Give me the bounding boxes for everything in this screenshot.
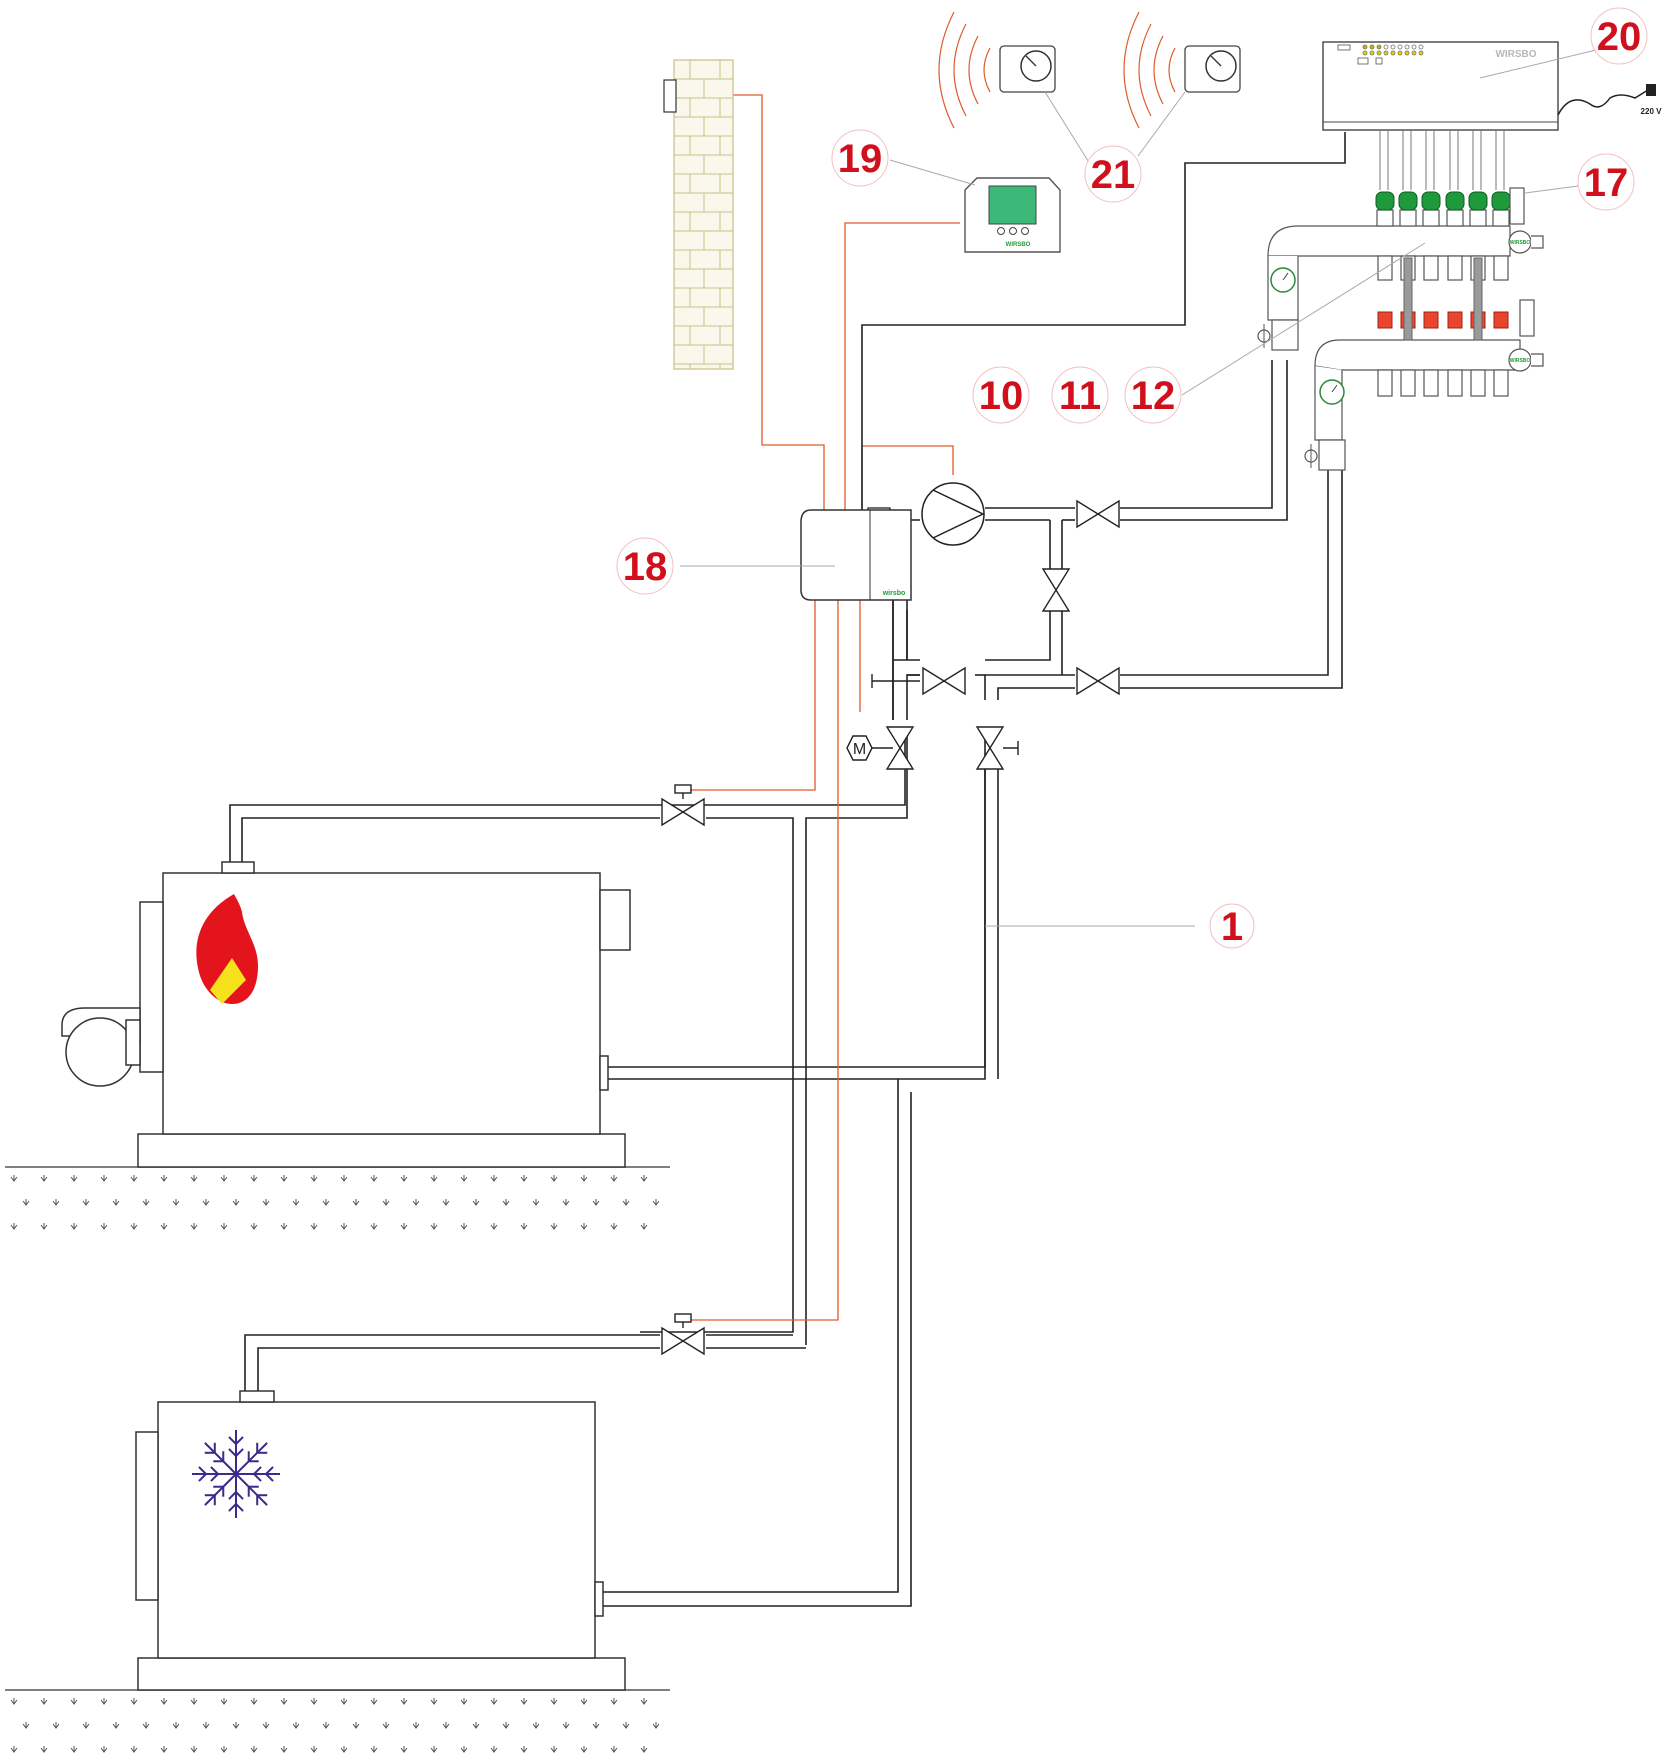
valve-bypass bbox=[1041, 568, 1071, 612]
callout-19: 19 bbox=[831, 129, 889, 187]
callout-1: 1 bbox=[1209, 903, 1255, 949]
svg-text:12: 12 bbox=[1131, 374, 1176, 418]
callouts: 1 10 11 12 17 18 19 20 bbox=[616, 7, 1648, 949]
flame-icon bbox=[196, 894, 258, 1004]
svg-text:18: 18 bbox=[623, 545, 668, 589]
ground-lower bbox=[5, 1689, 670, 1753]
pipework bbox=[229, 360, 1343, 1607]
boiler-heating bbox=[61, 861, 631, 1168]
callout-10: 10 bbox=[972, 366, 1030, 424]
control-unit-brand: wirsbo bbox=[882, 590, 906, 597]
valve-cooling-zone bbox=[661, 1313, 705, 1356]
svg-text:19: 19 bbox=[838, 137, 883, 181]
svg-text:17: 17 bbox=[1584, 161, 1629, 205]
valve-mix bbox=[922, 666, 966, 696]
leader-lines bbox=[680, 49, 1597, 927]
motor-icon: M bbox=[846, 735, 893, 761]
thermostat-brand: WIRSBO bbox=[1006, 242, 1031, 248]
ground-upper bbox=[5, 1166, 670, 1230]
controller-brand: WIRSBO bbox=[1495, 49, 1536, 60]
wiring-controller: WIRSBO 220 V bbox=[1322, 41, 1663, 131]
motor-label: M bbox=[853, 741, 866, 758]
callout-20: 20 bbox=[1590, 7, 1648, 65]
manifold-brand: WIRSBO bbox=[1510, 240, 1531, 246]
callout-11: 11 bbox=[1051, 366, 1109, 424]
callout-12: 12 bbox=[1124, 366, 1182, 424]
room-thermostat: WIRSBO bbox=[964, 177, 1061, 253]
control-wiring bbox=[688, 94, 960, 1321]
voltage-label: 220 V bbox=[1641, 107, 1663, 116]
valve-return-main bbox=[975, 726, 1005, 770]
valves bbox=[661, 499, 1120, 1356]
chimney-sensor bbox=[663, 59, 734, 370]
svg-text:11: 11 bbox=[1059, 374, 1101, 418]
chiller-cooling bbox=[135, 1390, 626, 1691]
snowflake-icon bbox=[192, 1430, 280, 1518]
burner bbox=[61, 1007, 141, 1087]
svg-text:21: 21 bbox=[1091, 153, 1136, 197]
control-unit: wirsbo bbox=[800, 509, 912, 601]
valve-return bbox=[1076, 666, 1120, 696]
controller-cable bbox=[861, 132, 1346, 520]
valve-supply bbox=[1076, 499, 1120, 529]
callout-18: 18 bbox=[616, 537, 674, 595]
svg-text:20: 20 bbox=[1597, 15, 1642, 59]
manifold: WIRSBO WIRSBO bbox=[1257, 130, 1544, 471]
callout-21: 21 bbox=[1084, 145, 1142, 203]
svg-text:10: 10 bbox=[979, 374, 1024, 418]
callout-17: 17 bbox=[1577, 153, 1635, 211]
wireless-thermostat-1 bbox=[938, 11, 1056, 129]
valve-motorized bbox=[885, 726, 915, 770]
svg-text:1: 1 bbox=[1221, 905, 1243, 949]
valve-heating-zone bbox=[661, 784, 705, 827]
manifold-brand: WIRSBO bbox=[1510, 358, 1531, 364]
wireless-thermostat-2 bbox=[1123, 11, 1241, 129]
